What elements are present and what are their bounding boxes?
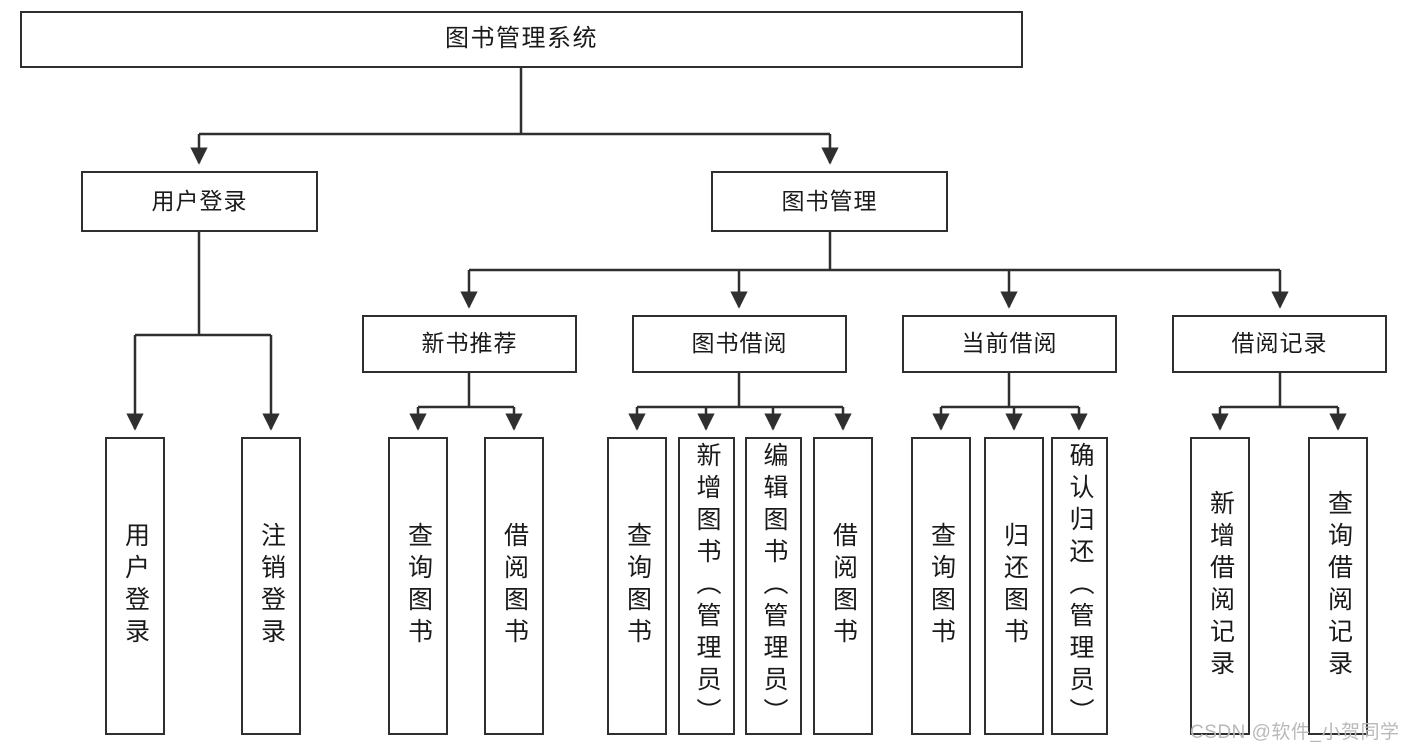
node-label: 新书推荐 <box>421 330 518 357</box>
node-leaf-borrow-book-1[interactable]: 借阅图书 <box>484 437 544 735</box>
node-label: 查询图书 <box>927 522 956 650</box>
node-label: 查询借阅记录 <box>1324 490 1353 682</box>
node-leaf-query-record[interactable]: 查询借阅记录 <box>1308 437 1368 735</box>
node-leaf-user-login[interactable]: 用户登录 <box>105 437 165 735</box>
node-label: 注销登录 <box>257 522 286 650</box>
node-label: 用户登录 <box>121 522 150 650</box>
node-leaf-user-logout[interactable]: 注销登录 <box>241 437 301 735</box>
node-label: 编辑图书（管理员） <box>760 442 788 730</box>
node-label: 借阅图书 <box>500 522 529 650</box>
node-label: 用户登录 <box>151 187 248 214</box>
node-leaf-confirm-return[interactable]: 确认归还（管理员） <box>1051 437 1108 735</box>
node-book-manage[interactable]: 图书管理 <box>711 171 948 232</box>
node-label: 新增借阅记录 <box>1206 490 1235 682</box>
node-root[interactable]: 图书管理系统 <box>20 11 1023 68</box>
node-book-borrow[interactable]: 图书借阅 <box>632 315 847 373</box>
node-label: 借阅图书 <box>829 522 858 650</box>
node-label: 新增图书（管理员） <box>693 442 721 730</box>
node-current-borrow[interactable]: 当前借阅 <box>902 315 1117 373</box>
csdn-watermark: CSDN @软件_小贺同学 <box>1190 722 1400 743</box>
node-leaf-return-book[interactable]: 归还图书 <box>984 437 1044 735</box>
node-new-book-rec[interactable]: 新书推荐 <box>362 315 577 373</box>
node-label: 查询图书 <box>623 522 652 650</box>
node-label: 当前借阅 <box>961 330 1058 357</box>
node-leaf-add-record[interactable]: 新增借阅记录 <box>1190 437 1250 735</box>
node-label: 查询图书 <box>404 522 433 650</box>
node-label: 图书借阅 <box>691 330 788 357</box>
node-leaf-add-book[interactable]: 新增图书（管理员） <box>678 437 735 735</box>
node-leaf-query-book-2[interactable]: 查询图书 <box>607 437 667 735</box>
node-leaf-edit-book[interactable]: 编辑图书（管理员） <box>745 437 802 735</box>
node-borrow-record[interactable]: 借阅记录 <box>1172 315 1387 373</box>
node-leaf-query-book-1[interactable]: 查询图书 <box>388 437 448 735</box>
node-label: 图书管理 <box>781 187 878 214</box>
node-label: 图书管理系统 <box>445 25 598 53</box>
node-label: 确认归还（管理员） <box>1066 442 1094 730</box>
node-leaf-query-book-3[interactable]: 查询图书 <box>911 437 971 735</box>
node-user-login[interactable]: 用户登录 <box>81 171 318 232</box>
node-label: 归还图书 <box>1000 522 1029 650</box>
node-leaf-borrow-book-2[interactable]: 借阅图书 <box>813 437 873 735</box>
node-label: 借阅记录 <box>1231 330 1328 357</box>
